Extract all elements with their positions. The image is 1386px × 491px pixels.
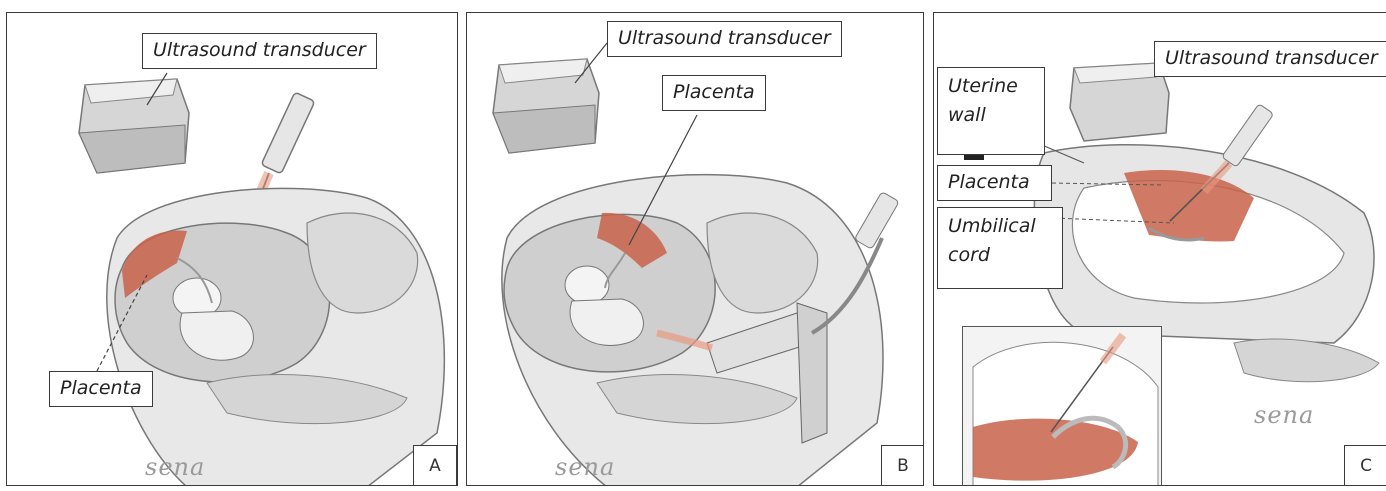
panel-letter-b: B bbox=[881, 445, 924, 486]
label-ultrasound-transducer: Ultrasound transducer bbox=[607, 21, 842, 57]
panel-a-leader-lines bbox=[7, 13, 458, 486]
label-ultrasound-transducer: Ultrasound transducer bbox=[142, 33, 377, 69]
label-umbilical-cord: Umbilical cord bbox=[937, 207, 1063, 289]
magnified-inset bbox=[962, 326, 1162, 486]
artist-signature: sena bbox=[555, 453, 615, 481]
label-placenta: Placenta bbox=[49, 371, 153, 407]
panel-c: Ultrasound transducer Uterine wall Place… bbox=[933, 12, 1386, 486]
label-placenta: Placenta bbox=[662, 75, 766, 111]
panel-letter-a: A bbox=[413, 445, 457, 486]
panel-b: Ultrasound transducer Placenta sena B bbox=[466, 12, 924, 486]
label-placenta: Placenta bbox=[937, 165, 1052, 201]
artist-signature: sena bbox=[1254, 401, 1314, 429]
panel-a: Ultrasound transducer Placenta sena A bbox=[6, 12, 458, 486]
panel-letter-c: C bbox=[1344, 445, 1386, 486]
label-uterine-wall: Uterine wall bbox=[937, 67, 1045, 155]
artist-signature: sena bbox=[145, 453, 205, 481]
inset-illustration bbox=[963, 327, 1162, 486]
label-ultrasound-transducer: Ultrasound transducer bbox=[1154, 41, 1386, 77]
